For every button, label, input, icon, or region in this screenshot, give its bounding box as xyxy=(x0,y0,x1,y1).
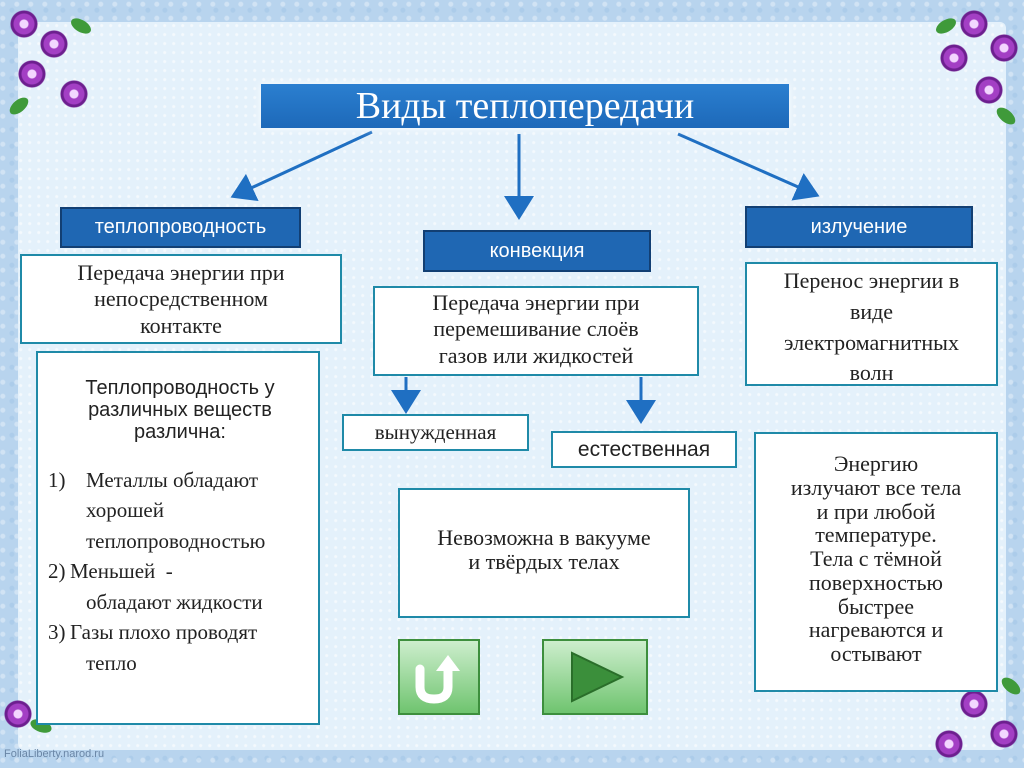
convection-note: Невозможна в вакууме и твёрдых телах xyxy=(398,488,690,618)
return-arrow-icon xyxy=(415,655,460,704)
notes-item-line: Металлы обладают xyxy=(86,468,259,492)
notes-intro: Теплопроводность у различных веществ раз… xyxy=(48,377,312,443)
definition-conduction: Передача энергии при непосредственном ко… xyxy=(20,254,342,344)
notes-item-line: хорошей xyxy=(86,498,164,523)
radiation-note-line: Тела с тёмной xyxy=(810,546,942,571)
notes-item-number: 1) xyxy=(48,468,66,492)
notes-item-line: Меньшей - xyxy=(70,559,173,584)
category-radiation: излучение xyxy=(745,206,973,248)
convection-note-line: и твёрдых телах xyxy=(468,549,620,575)
notes-list: 1) Металлы обладают хорошей теплопроводно… xyxy=(48,465,312,678)
radiation-note-line: температуре. xyxy=(815,522,937,548)
definition-line: Перенос энергии в xyxy=(783,268,960,293)
notes-item-line: теплопроводностью xyxy=(86,528,266,553)
definition-convection: Передача энергии при перемешивание слоёв… xyxy=(373,286,699,376)
radiation-note-line: Энергию xyxy=(833,451,919,476)
radiation-note: Энергию излучают все тела и при любой те… xyxy=(754,432,998,692)
notes-intro-line: Теплопроводность у xyxy=(85,377,275,399)
definition-line: контакте xyxy=(140,312,222,338)
notes-intro-line: различна: xyxy=(134,421,226,443)
footer-credit: FoliaLiberty.narod.ru xyxy=(4,748,105,760)
notes-item: 3)Газы плохо проводят тепло xyxy=(48,617,312,678)
definition-line: виде xyxy=(849,298,894,324)
definition-line: газов или жидкостей xyxy=(438,342,634,368)
radiation-note-line: быстрее xyxy=(837,593,915,619)
radiation-note-line: остывают xyxy=(830,641,922,666)
notes-intro-line: различных веществ xyxy=(88,399,272,421)
radiation-note-line: излучают все тела xyxy=(790,474,962,500)
back-button[interactable] xyxy=(398,639,480,715)
radiation-note-line: нагреваются и xyxy=(808,617,944,643)
definition-line: непосредственном xyxy=(94,286,268,312)
category-convection: конвекция xyxy=(423,230,651,272)
definition-line: волн xyxy=(849,360,894,386)
definition-radiation: Перенос энергии в виде электромагнитных … xyxy=(745,262,998,386)
convection-note-line: Невозможна в вакууме xyxy=(437,525,651,550)
radiation-note-line: поверхностью xyxy=(809,569,943,595)
category-conduction: теплопроводность xyxy=(60,207,301,248)
definition-line: перемешивание слоёв xyxy=(433,316,639,342)
definition-line: электромагнитных xyxy=(784,329,959,355)
definition-line: Передача энергии при xyxy=(432,290,640,315)
next-button[interactable] xyxy=(542,639,648,715)
conduction-notes: Теплопроводность у различных веществ раз… xyxy=(36,351,320,725)
page-title: Виды теплопередачи xyxy=(261,84,789,128)
notes-item: 2)Меньшей - обладают жидкости xyxy=(48,556,312,617)
convection-type-natural: естественная xyxy=(551,431,737,468)
play-triangle-icon xyxy=(571,651,625,703)
notes-item-line: тепло xyxy=(86,650,137,675)
definition-line: Передача энергии при xyxy=(77,260,285,285)
notes-item-line: обладают жидкости xyxy=(86,589,263,614)
convection-type-forced: вынужденная xyxy=(342,414,529,451)
notes-item-line: Газы плохо проводят xyxy=(70,620,258,645)
notes-item-number: 3) xyxy=(48,620,66,645)
notes-item-number: 2) xyxy=(48,559,66,584)
radiation-note-line: и при любой xyxy=(816,498,936,524)
notes-item: 1) Металлы обладают хорошей теплопроводно… xyxy=(48,465,312,556)
